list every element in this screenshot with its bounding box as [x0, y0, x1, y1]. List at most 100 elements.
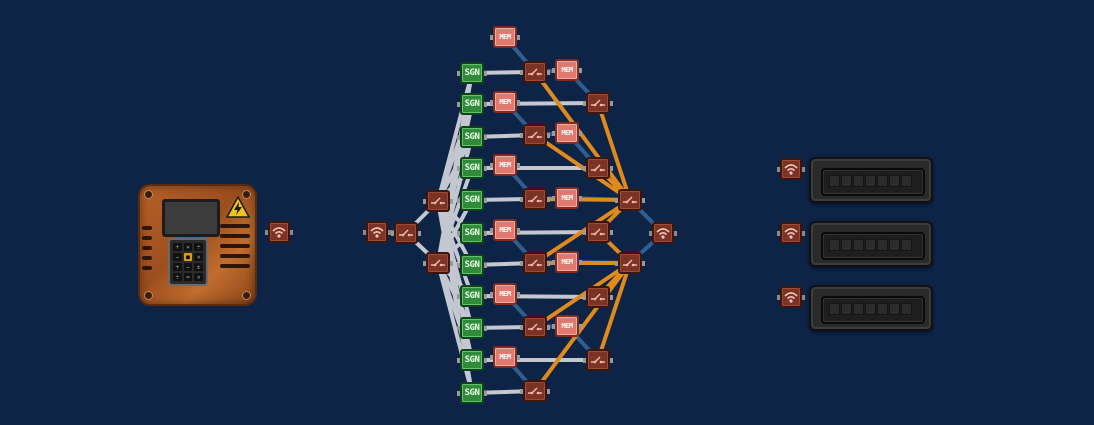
- wire: [533, 261, 632, 393]
- wire: [533, 197, 632, 202]
- memory-cell[interactable]: MEM: [490, 219, 520, 241]
- switch-icon: [623, 196, 637, 204]
- keypad-key[interactable]: −: [183, 263, 193, 271]
- wireless-transmitter[interactable]: [777, 158, 805, 180]
- display-panel[interactable]: [809, 157, 933, 203]
- keypad-key[interactable]: ■: [183, 253, 193, 261]
- wireless-transmitter[interactable]: [777, 222, 805, 244]
- keypad-key[interactable]: ×: [194, 253, 203, 261]
- wire: [596, 261, 632, 362]
- memory-cell[interactable]: MEM: [490, 154, 520, 176]
- signal-gate[interactable]: SGN: [457, 285, 487, 307]
- relay-switch[interactable]: [520, 61, 550, 83]
- signal-gate[interactable]: SGN: [457, 222, 487, 244]
- signal-gate[interactable]: SGN: [457, 157, 487, 179]
- switch-icon: [528, 323, 542, 331]
- display-panel[interactable]: [809, 221, 933, 267]
- relay-switch[interactable]: [583, 349, 613, 371]
- bolt-icon: [144, 190, 153, 199]
- wire: [533, 133, 632, 202]
- keypad-key[interactable]: −: [173, 253, 182, 261]
- relay-switch[interactable]: [520, 316, 550, 338]
- keypad-key[interactable]: ±: [194, 263, 203, 271]
- memory-cell[interactable]: MEM: [490, 91, 520, 113]
- signal-gate[interactable]: SGN: [457, 382, 487, 404]
- keypad-key[interactable]: +: [173, 263, 182, 271]
- keypad[interactable]: + × ÷ − ■ × + − ± ÷ = ✕: [168, 238, 208, 286]
- memory-cell-label: MEM: [499, 353, 511, 361]
- keypad-key[interactable]: =: [183, 273, 193, 281]
- vent-slot: [142, 226, 152, 230]
- wire: [533, 198, 632, 265]
- relay-switch[interactable]: [520, 380, 550, 402]
- signal-gate-label: SGN: [464, 132, 480, 142]
- signal-gate[interactable]: SGN: [457, 317, 487, 339]
- vent-slot: [220, 244, 250, 248]
- relay-switch[interactable]: [520, 252, 550, 274]
- relay-switch[interactable]: [423, 190, 453, 212]
- memory-cell[interactable]: MEM: [490, 346, 520, 368]
- relay-switch[interactable]: [520, 188, 550, 210]
- wireless-transmitter[interactable]: [265, 221, 293, 243]
- switch-icon: [591, 293, 605, 301]
- memory-cell[interactable]: MEM: [490, 283, 520, 305]
- signal-gate[interactable]: SGN: [457, 126, 487, 148]
- memory-cell-label: MEM: [561, 129, 573, 137]
- signal-gate[interactable]: SGN: [457, 62, 487, 84]
- memory-cell[interactable]: MEM: [552, 59, 582, 81]
- wire: [533, 70, 632, 202]
- wireless-transmitter[interactable]: [777, 286, 805, 308]
- memory-cell-label: MEM: [499, 161, 511, 169]
- relay-switch[interactable]: [583, 157, 613, 179]
- relay-switch[interactable]: [391, 222, 421, 244]
- signal-gate-label: SGN: [464, 323, 480, 333]
- wifi-icon: [784, 164, 798, 175]
- memory-cell-label: MEM: [561, 322, 573, 330]
- memory-cell[interactable]: MEM: [552, 187, 582, 209]
- high-voltage-warning-icon: [226, 196, 250, 218]
- switch-icon: [528, 68, 542, 76]
- wire: [596, 101, 632, 202]
- vent-slot: [220, 254, 250, 258]
- wifi-icon: [784, 228, 798, 239]
- keypad-key[interactable]: ✕: [194, 273, 203, 281]
- signal-gate[interactable]: SGN: [457, 189, 487, 211]
- relay-switch[interactable]: [615, 252, 645, 274]
- switch-icon: [591, 228, 605, 236]
- signal-gate[interactable]: SGN: [457, 254, 487, 276]
- wire: [533, 261, 632, 329]
- keypad-terminal[interactable]: + × ÷ − ■ × + − ± ÷ = ✕: [138, 184, 257, 306]
- signal-gate[interactable]: SGN: [457, 349, 487, 371]
- relay-switch[interactable]: [583, 221, 613, 243]
- memory-cell[interactable]: MEM: [552, 315, 582, 337]
- relay-switch[interactable]: [520, 124, 550, 146]
- signal-gate[interactable]: SGN: [457, 93, 487, 115]
- wireless-transmitter[interactable]: [649, 222, 677, 244]
- keypad-key[interactable]: +: [173, 243, 182, 251]
- vent-slot: [142, 266, 152, 270]
- bolt-icon: [242, 291, 251, 300]
- switch-icon: [431, 259, 445, 267]
- vent-slot: [220, 224, 250, 228]
- relay-switch[interactable]: [423, 252, 453, 274]
- signal-gate-label: SGN: [464, 355, 480, 365]
- keypad-key[interactable]: ÷: [173, 273, 182, 281]
- keypad-key[interactable]: ÷: [194, 243, 203, 251]
- relay-switch[interactable]: [583, 92, 613, 114]
- keypad-key[interactable]: ×: [183, 243, 193, 251]
- relay-switch[interactable]: [583, 286, 613, 308]
- switch-icon: [528, 131, 542, 139]
- relay-switch[interactable]: [615, 189, 645, 211]
- memory-cell-label: MEM: [561, 258, 573, 266]
- signal-gate-label: SGN: [464, 99, 480, 109]
- signal-gate-label: SGN: [464, 195, 480, 205]
- display-slot: [821, 232, 925, 260]
- display-panel[interactable]: [809, 285, 933, 331]
- memory-cell[interactable]: MEM: [490, 26, 520, 48]
- wireless-transmitter[interactable]: [363, 221, 391, 243]
- memory-cell[interactable]: MEM: [552, 122, 582, 144]
- wifi-icon: [784, 292, 798, 303]
- memory-cell[interactable]: MEM: [552, 251, 582, 273]
- display-slot: [821, 168, 925, 196]
